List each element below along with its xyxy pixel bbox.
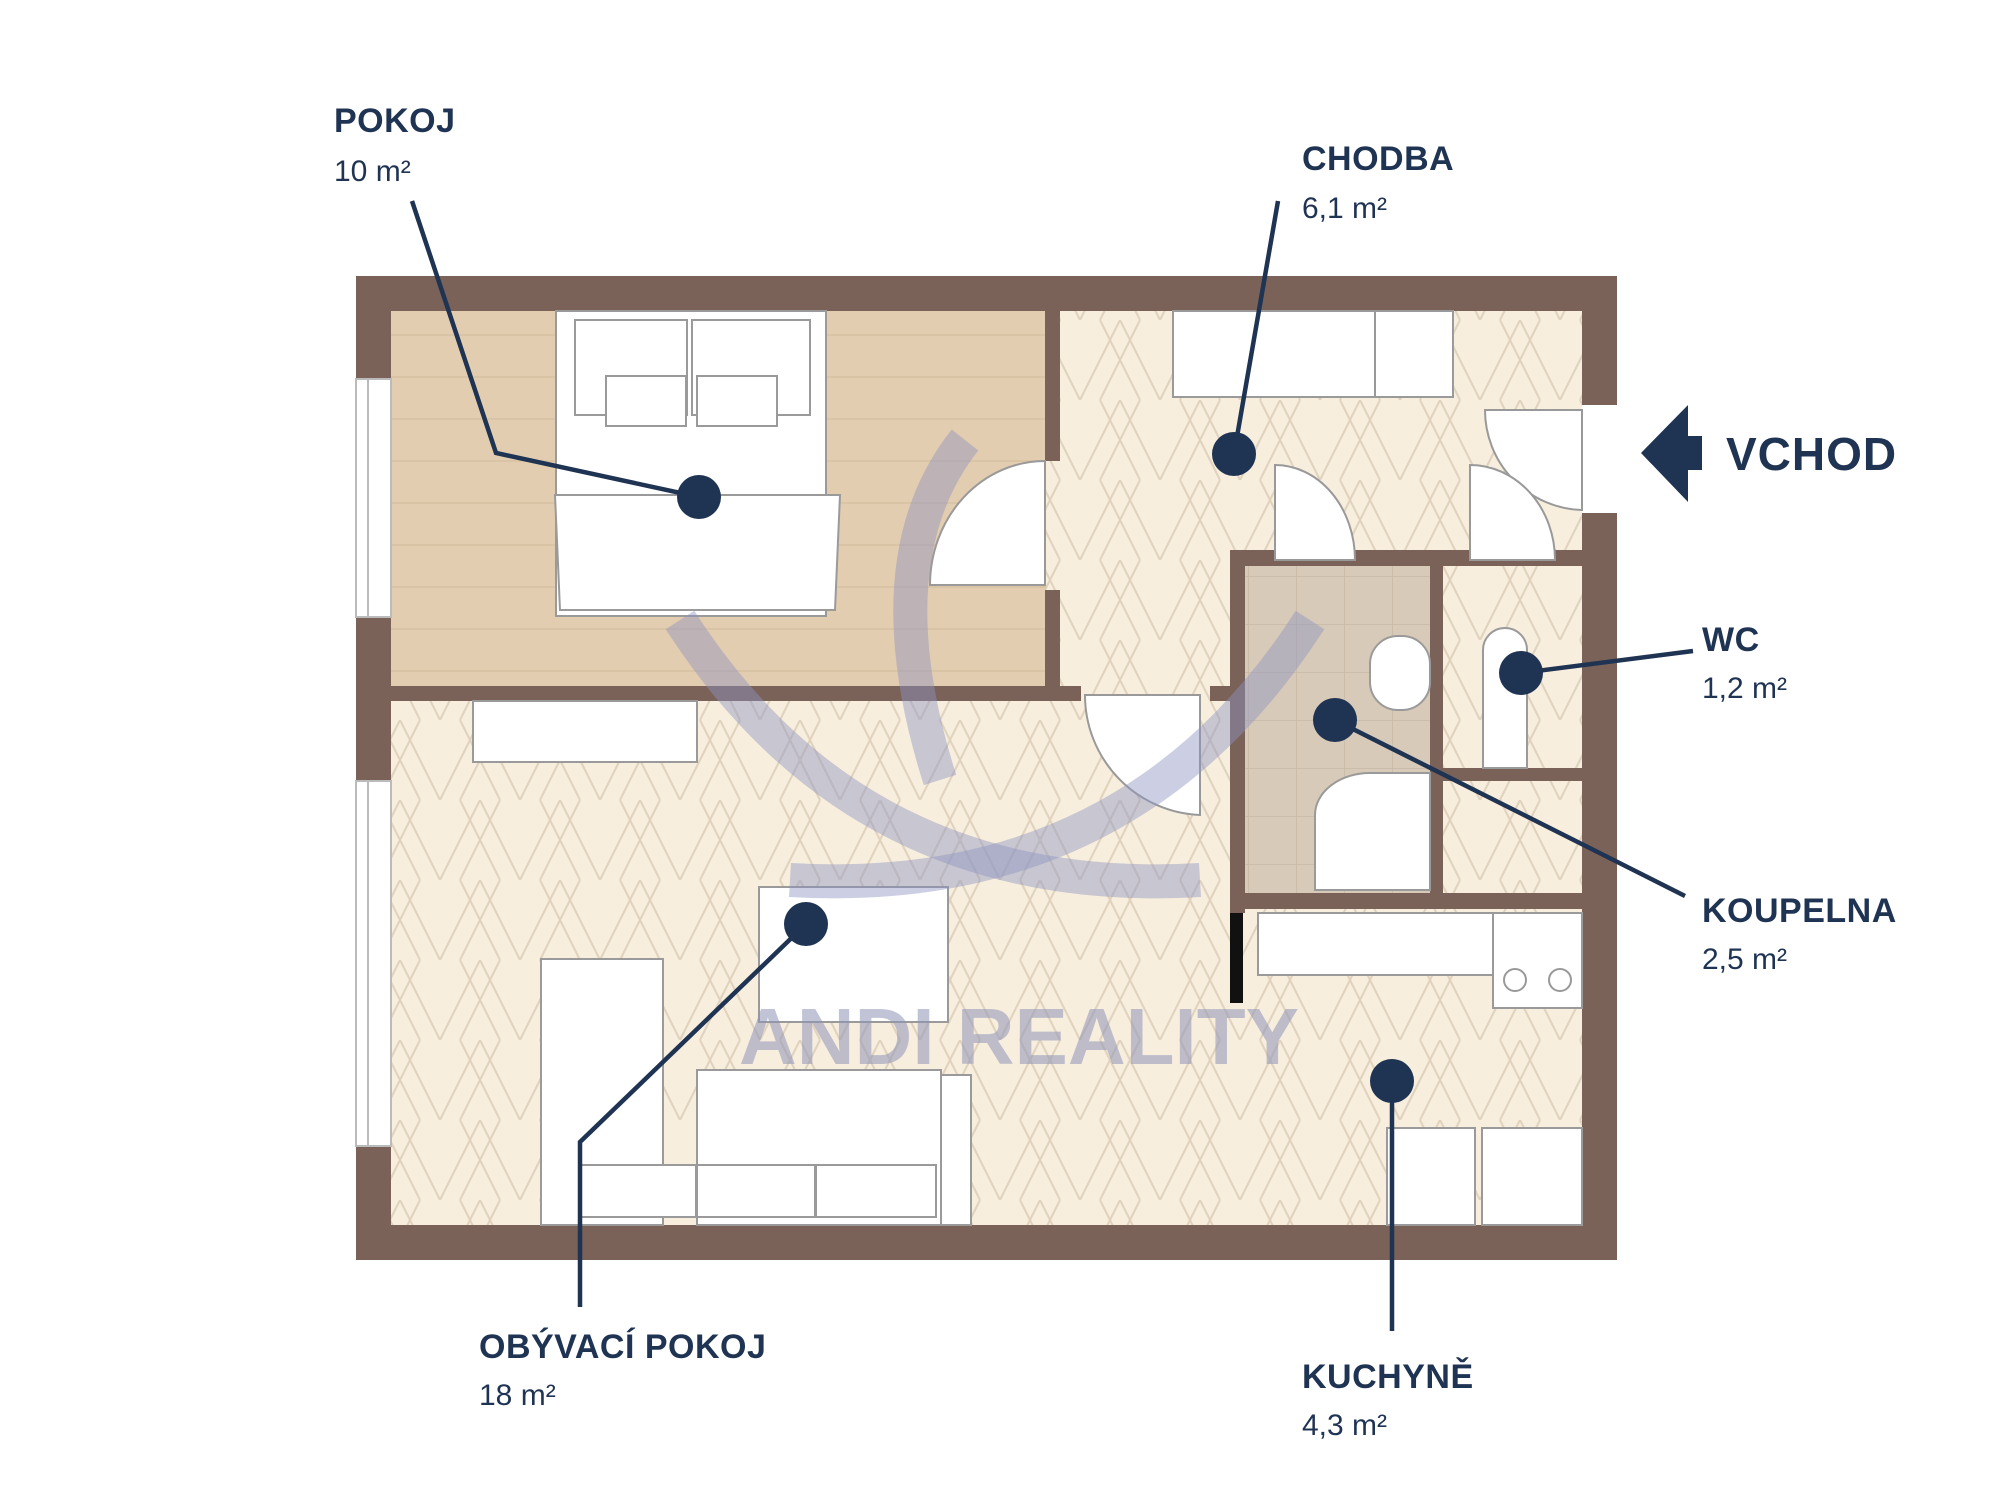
- watermark-text: ANDI REALITY: [739, 992, 1299, 1081]
- room-area: 4,3 m²: [1302, 1409, 1387, 1442]
- room-area: 6,1 m²: [1302, 192, 1387, 225]
- entrance-label: VCHOD: [1726, 428, 1897, 480]
- walls: [356, 276, 1617, 1260]
- entrance-arrow-icon: [1641, 405, 1702, 502]
- room-name: WC: [1702, 621, 1760, 659]
- room-name: OBÝVACÍ POKOJ: [479, 1328, 766, 1366]
- room-label-kuchyne: KUCHYNĚ 4,3 m²: [1302, 1358, 1474, 1442]
- room-label-pokoj: POKOJ 10 m²: [334, 102, 456, 188]
- room-markers: [409, 200, 1694, 1331]
- watermark-logo: [665, 429, 1325, 899]
- room-area: 2,5 m²: [1702, 943, 1787, 976]
- room-label-obyvaci-pokoj: OBÝVACÍ POKOJ 18 m²: [479, 1328, 766, 1412]
- room-area: 18 m²: [479, 1379, 556, 1412]
- room-name: KOUPELNA: [1702, 892, 1897, 930]
- room-label-wc: WC 1,2 m²: [1702, 621, 1787, 705]
- room-area: 1,2 m²: [1702, 672, 1787, 705]
- room-name: POKOJ: [334, 102, 456, 140]
- room-label-koupelna: KOUPELNA 2,5 m²: [1702, 892, 1897, 976]
- furniture: [472, 310, 1583, 1226]
- room-name: KUCHYNĚ: [1302, 1358, 1474, 1396]
- windows: [355, 378, 1617, 1147]
- room-name: CHODBA: [1302, 140, 1454, 178]
- doors: [928, 409, 1583, 817]
- room-label-chodba: CHODBA 6,1 m²: [1302, 140, 1454, 225]
- room-area: 10 m²: [334, 155, 411, 188]
